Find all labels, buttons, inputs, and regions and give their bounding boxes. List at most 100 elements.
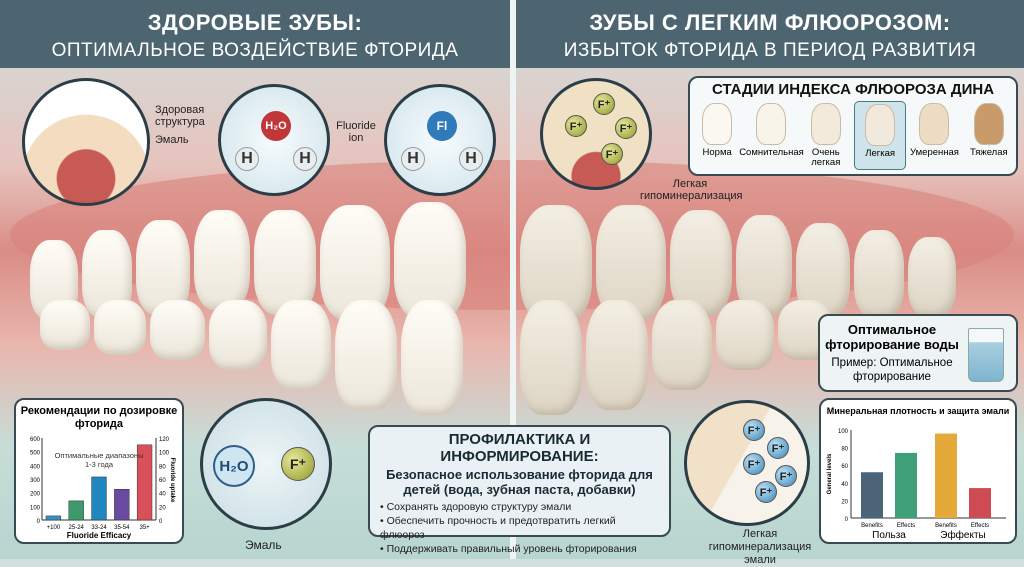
fluoride-ion: F⁺ [755,481,777,503]
fluoride-atom: Fl [427,111,457,141]
bar [969,488,991,518]
hydrogen-atom: H [459,147,483,171]
stage-label: Норма [702,147,732,158]
y2-tick-label: 120 [159,437,170,443]
dean-stage: Легкая [854,101,907,170]
tooth-icon [756,103,787,145]
y-tick-label: 0 [37,519,41,525]
y2-tick-label: 0 [159,519,163,525]
mild-hypomineralization-enamel-label: Легкая гипоминерализация эмали [708,528,812,566]
dosage-chart: Рекомендации по дозировкефторида01002003… [21,405,178,540]
fluoride-ion: F⁺ [593,93,615,115]
y-tick-label: 40 [841,482,848,488]
group-label: Польза [872,530,906,541]
bar [935,433,957,518]
stage-label: Умеренная [910,147,959,158]
y-tick-label: 100 [30,505,41,511]
y2-tick-label: 40 [159,492,166,498]
fluoride-ion: F⁺ [281,447,315,481]
bullet-item: • Сохранять здоровую структуру эмали [380,501,572,513]
tooth-icon [919,103,950,145]
y-tick-label: 60 [841,464,848,470]
fluoride-ion-label: Fluoride ion [336,120,376,144]
stage-label: Тяжелая [969,147,1008,158]
water-molecule-circle: H₂O H H [218,84,330,196]
water-glass-icon [968,328,1004,382]
fluoride-ion: F⁺ [743,419,765,441]
y-tick-label: 500 [30,451,41,457]
chart-title: Минеральная плотность и защита эмали [827,406,1009,416]
dean-index-panel: СТАДИИ ИНДЕКСА ФЛЮОРОЗА ДИНА Норма Сомнит… [688,76,1018,176]
bullet-item: • Обеспечить прочность и предотвратить л… [380,515,616,541]
bar [45,515,62,521]
dean-stage: Сомнительная [739,101,804,170]
water-title: Оптимальное фторирование воды [825,322,959,352]
hypomineralized-enamel-circle: F⁺ F⁺ F⁺ F⁺ F⁺ [684,400,810,526]
x-tick-label: Benefits [861,523,883,529]
enamel-bottom-label: Эмаль [245,538,282,552]
y2-axis-label: Fluoride uptake [169,458,175,503]
chart-annotation: 1-3 года [85,460,114,469]
y-tick-label: 200 [30,492,41,498]
fluoride-molecule-circle: Fl H H [384,84,496,196]
y2-tick-label: 20 [159,505,166,511]
x-tick-label: Benefits [935,523,957,529]
group-label: Эффекты [940,529,985,541]
x-tick-label: Effects [971,523,989,529]
left-title: ЗДОРОВЫЕ ЗУБЫ: [147,10,363,35]
bar [895,452,917,518]
fluoride-ion: F⁺ [615,117,637,139]
hydrogen-atom: H [293,147,317,171]
y-tick-label: 600 [30,437,41,443]
water-fluoridation-panel: Оптимальное фторирование воды Пример: Оп… [818,314,1018,392]
right-header: ЗУБЫ С ЛЕГКИМ ФЛЮОРОЗОМ: ИЗБЫТОК ФТОРИДА… [516,0,1024,68]
y-axis-label: General levels [827,453,833,494]
fluoride-ion: F⁺ [601,143,623,165]
y2-tick-label: 100 [159,451,170,457]
y-tick-label: 20 [841,499,848,505]
x-axis-label: Fluoride Efficacy [67,531,132,540]
chart-title: фторида [75,418,124,430]
fluoride-ion: F⁺ [743,453,765,475]
y2-tick-label: 80 [159,464,166,470]
stage-label: Очень легкая [811,147,841,168]
chart-title: Рекомендации по дозировке [21,405,178,417]
stage-label: Сомнительная [739,147,804,158]
y2-tick-label: 60 [159,478,166,484]
y-tick-label: 100 [838,429,849,435]
dean-stage: Тяжелая [963,101,1015,170]
y-tick-label: 80 [841,447,848,453]
prevention-subtitle: Безопасное использование фторида для дет… [386,467,653,497]
x-tick-label: 33-24 [91,525,107,531]
tooth-icon [810,103,841,145]
right-subtitle: ИЗБЫТОК ФТОРИДА В ПЕРИОД РАЗВИТИЯ [563,40,977,61]
y-tick-label: 400 [30,464,41,470]
fluoride-ions-circle: F⁺ F⁺ F⁺ F⁺ [540,78,652,190]
prevention-bullets: • Сохранять здоровую структуру эмали • О… [380,500,659,556]
hydrogen-atom: H [235,147,259,171]
upper-teeth-right [520,205,956,323]
y-tick-label: 0 [845,517,849,523]
y-tick-label: 300 [30,478,41,484]
lower-teeth-right [520,300,833,415]
tooth-icon [702,103,733,145]
oxygen-atom: H₂O [261,111,291,141]
h2o-molecule: H₂O [213,445,255,487]
left-subtitle: ОПТИМАЛЬНОЕ ВОЗДЕЙСТВИЕ ФТОРИДА [51,40,459,61]
fluoride-ion: F⁺ [775,465,797,487]
x-tick-label: +100 [47,525,61,531]
dean-index-title: СТАДИИ ИНДЕКСА ФЛЮОРОЗА ДИНА [711,81,995,98]
dean-stage: Умеренная [908,101,960,170]
enamel-fluoride-circle: H₂O F⁺ [200,398,332,530]
healthy-structure-label: Здоровая структура [155,104,205,128]
bar [114,489,130,521]
center-divider [510,0,516,559]
mild-hypomineralization-label: Легкая гипоминерализация [640,178,743,202]
bar [136,444,153,521]
left-header: ЗДОРОВЫЕ ЗУБЫ: ОПТИМАЛЬНОЕ ВОЗДЕЙСТВИЕ Ф… [0,0,510,68]
tooth-icon [865,104,896,146]
x-tick-label: 35-54 [114,525,130,531]
enamel-structure-circle [22,78,150,206]
water-subtitle: Пример: Оптимальное фторирование [831,357,953,383]
